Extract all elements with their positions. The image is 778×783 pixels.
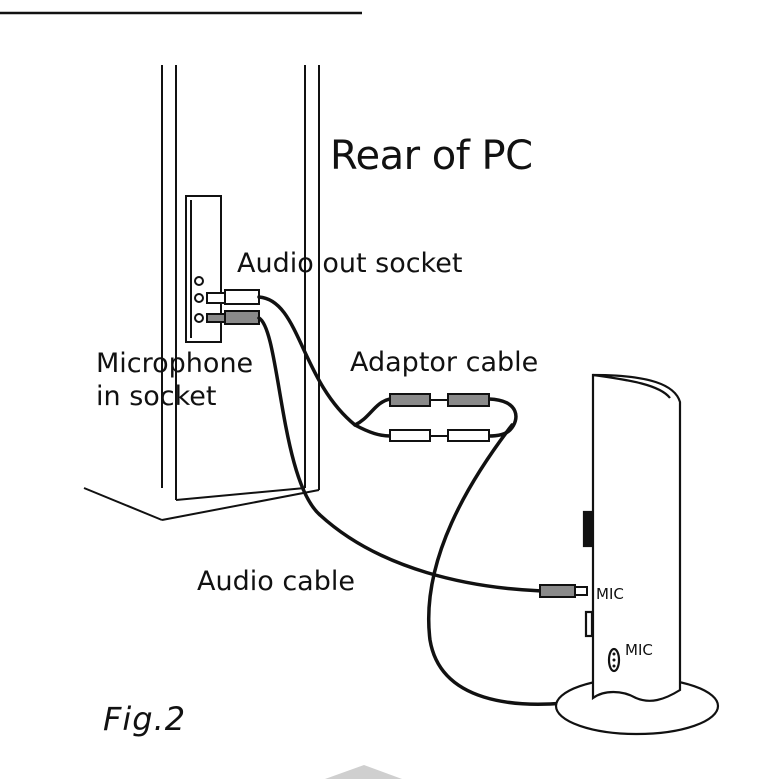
- label-audio-out-socket: Audio out socket: [237, 248, 462, 279]
- cable-adaptor-right: [489, 399, 516, 436]
- figure-caption: Fig.2: [103, 700, 186, 738]
- label-mic-jack: MIC: [596, 585, 624, 603]
- page-mark: [325, 765, 402, 779]
- label-adaptor-cable: Adaptor cable: [350, 347, 538, 378]
- mic-grille-icon: [613, 653, 616, 668]
- pc-case: [84, 65, 319, 520]
- label-microphone-in-socket: Microphone in socket: [96, 347, 253, 413]
- audio-out-plug: [207, 290, 259, 304]
- receiver-device: [556, 375, 718, 734]
- mic-in-plug: [207, 311, 259, 324]
- cable-adaptor-down: [429, 425, 590, 704]
- label-microphone-line2: in socket: [96, 380, 253, 413]
- label-microphone-line1: Microphone: [96, 347, 253, 380]
- device-mic-plug: [540, 585, 587, 597]
- adaptor-plugs: [390, 394, 489, 441]
- label-audio-cable: Audio cable: [197, 566, 355, 597]
- label-rear-of-pc: Rear of PC: [330, 133, 533, 179]
- label-mic-port: MIC: [625, 641, 653, 659]
- cable-adaptor-top-left: [355, 399, 390, 425]
